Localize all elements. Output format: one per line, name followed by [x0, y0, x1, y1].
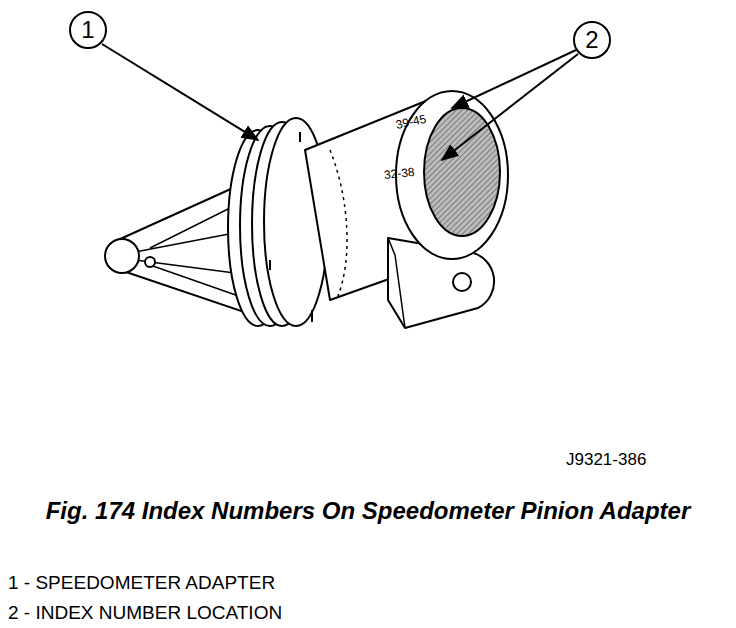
callout-number: 2: [585, 28, 598, 52]
shaft-tip: [105, 239, 139, 273]
figure-code: J9321-386: [566, 450, 646, 470]
flange-tab: [270, 132, 312, 322]
body-seam: [330, 150, 347, 296]
callout-number: 1: [81, 18, 94, 42]
bore: [424, 108, 500, 236]
callout-circle: 2: [573, 21, 611, 59]
figure-caption: Fig. 174 Index Numbers On Speedometer Pi…: [20, 496, 716, 526]
leader-line: [452, 50, 576, 108]
shaft-hole: [145, 257, 155, 267]
bracket-hole: [453, 273, 471, 291]
callout-circle: 1: [69, 11, 107, 49]
legend-item: 1 - SPEEDOMETER ADAPTER: [8, 572, 275, 594]
leader-line: [102, 44, 258, 140]
bracket-edge: [388, 238, 405, 328]
legend-item: 2 - INDEX NUMBER LOCATION: [8, 602, 282, 624]
leader-line: [442, 54, 578, 160]
